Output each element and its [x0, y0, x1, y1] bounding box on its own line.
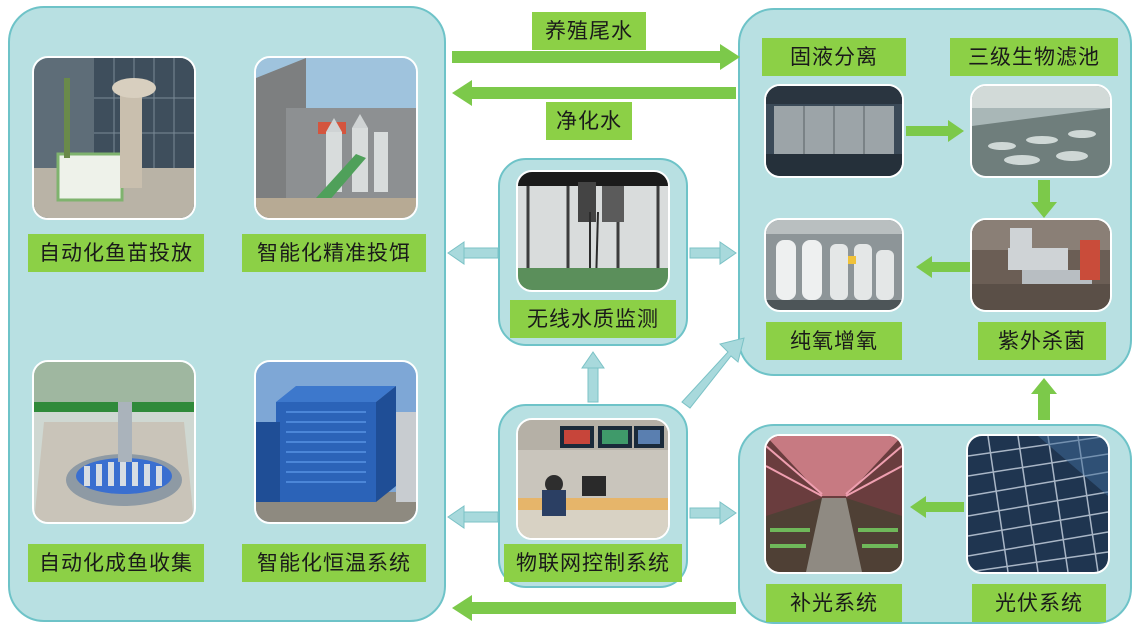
tail-water-label: 养殖尾水: [532, 12, 646, 50]
iot-to-energy-arrow: [690, 502, 736, 524]
iot-control-label: 物联网控制系统: [504, 544, 682, 582]
thermostat-label: 智能化恒温系统: [242, 544, 426, 582]
photovoltaic-label: 光伏系统: [972, 584, 1106, 622]
supplement-light-photo: [764, 434, 904, 574]
water-monitoring-photo: [516, 170, 670, 292]
iot-to-treatment-arrow: [682, 338, 744, 408]
precision-feeding-label: 智能化精准投饵: [242, 234, 426, 272]
fish-harvest-photo: [32, 360, 196, 524]
oxygenation-photo: [764, 218, 904, 312]
uv-to-oxygen-arrow: [916, 256, 970, 278]
uv-sterilization-photo: [970, 218, 1112, 312]
iot-to-left-arrow: [448, 506, 498, 528]
thermostat-photo: [254, 360, 418, 524]
precision-feeding-photo: [254, 56, 418, 220]
separation-to-filter-arrow: [906, 120, 964, 142]
uv-sterilization-label: 紫外杀菌: [978, 322, 1106, 360]
bio-filter-photo: [970, 84, 1112, 178]
monitor-to-left-arrow: [448, 242, 498, 264]
solid-liquid-separation-label: 固液分离: [762, 38, 906, 76]
fry-release-label: 自动化鱼苗投放: [28, 234, 204, 272]
energy-to-treatment-arrow: [1031, 378, 1057, 420]
photovoltaic-photo: [966, 434, 1110, 574]
fish-harvest-label: 自动化成鱼收集: [28, 544, 204, 582]
iot-to-monitor-arrow: [582, 352, 604, 402]
purified-water-label: 净化水: [546, 102, 632, 140]
filter-to-uv-arrow: [1031, 180, 1057, 218]
bio-filter-label: 三级生物滤池: [950, 38, 1118, 76]
iot-control-photo: [516, 418, 670, 540]
pv-to-light-arrow: [910, 496, 964, 518]
supplement-light-label: 补光系统: [766, 584, 902, 622]
monitor-to-treatment-arrow: [690, 242, 736, 264]
solid-liquid-photo: [764, 84, 904, 178]
water-monitoring-label: 无线水质监测: [510, 300, 676, 338]
oxygenation-label: 纯氧增氧: [766, 322, 902, 360]
energy-to-left-arrow: [452, 595, 736, 621]
fry-release-photo: [32, 56, 196, 220]
